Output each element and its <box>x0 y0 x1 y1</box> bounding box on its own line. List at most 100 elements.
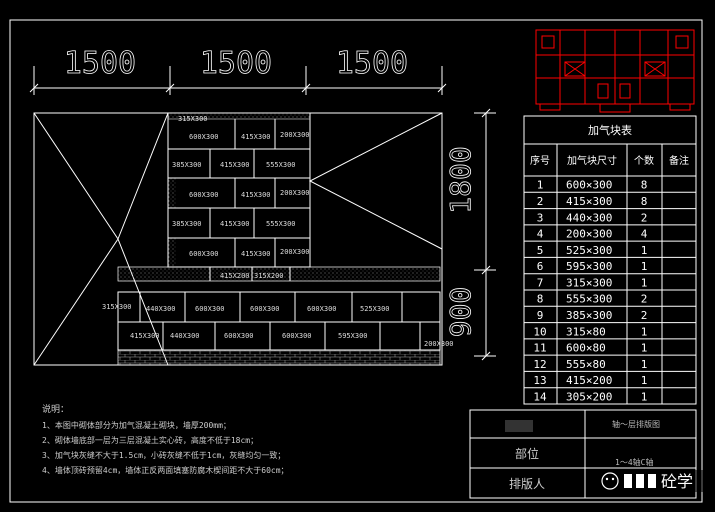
block-label: 440X300 <box>170 332 200 340</box>
block-label: 555X300 <box>266 220 296 228</box>
logo-glyph-icon <box>624 474 632 488</box>
table-header: 加气块尺寸 <box>567 154 617 167</box>
block-label: 200X300 <box>280 189 310 197</box>
key-plan-minimap <box>535 29 695 113</box>
drawing-frame <box>9 19 703 503</box>
block-label: 525X300 <box>360 305 390 313</box>
block-label: 315X300 <box>178 115 208 123</box>
table-cell: 8 <box>641 195 648 208</box>
block-label: 415X300 <box>130 332 160 340</box>
table-header: 备注 <box>669 154 689 167</box>
block-label: 200X300 <box>424 340 454 348</box>
table-title: 加气块表 <box>588 123 632 137</box>
table-cell: 315×300 <box>566 276 612 289</box>
notes-title: 说明： <box>42 403 69 415</box>
table-cell: 2 <box>641 211 648 224</box>
table-cell: 600×80 <box>566 342 606 355</box>
table-cell: 600×300 <box>566 179 612 192</box>
logo-glyph-icon <box>636 474 644 488</box>
chat-logo-icon <box>601 472 619 490</box>
table-cell: 1 <box>537 179 544 192</box>
table-cell: 200×300 <box>566 228 612 241</box>
block-label: 315X200 <box>254 272 284 280</box>
table-cell: 13 <box>533 374 546 387</box>
block-label: 600X300 <box>189 250 219 258</box>
table-cell: 385×300 <box>566 309 612 322</box>
table-cell: 595×300 <box>566 260 612 273</box>
block-label: 600X300 <box>189 191 219 199</box>
table-cell: 2 <box>537 195 544 208</box>
table-cell: 1 <box>641 374 648 387</box>
block-label: 315X300 <box>102 303 132 311</box>
part-value: 1～4轴C轴 <box>615 457 653 467</box>
table-cell: 555×80 <box>566 358 606 371</box>
table-cell: 4 <box>641 228 648 241</box>
block-label: 555X300 <box>266 161 296 169</box>
block-label: 385X300 <box>172 161 202 169</box>
table-cell: 415×200 <box>566 374 612 387</box>
top-dimension-chain: 1500 1500 1500 <box>29 46 447 95</box>
right-dimension-chain: 1800 900 <box>444 108 496 361</box>
block-label: 200X300 <box>280 248 310 256</box>
table-cell: 7 <box>537 276 544 289</box>
note-item: 1、本图中砌体部分为加气混凝土砌块，墙厚200mm； <box>42 420 231 430</box>
block-label: 415X300 <box>241 133 271 141</box>
block-label: 415X300 <box>220 161 250 169</box>
block-label: 415X300 <box>241 191 271 199</box>
table-cell: 305×200 <box>566 390 612 403</box>
table-cell: 6 <box>537 260 544 273</box>
table-cell: 5 <box>537 244 544 257</box>
table-cell: 525×300 <box>566 244 612 257</box>
block-label: 600X300 <box>189 133 219 141</box>
table-cell: 9 <box>537 309 544 322</box>
dimension-label-1: 1500 <box>64 46 136 81</box>
layout-by-label: 排版人 <box>509 477 545 491</box>
table-cell: 4 <box>537 228 544 241</box>
watermark-text: 砼学 <box>661 472 693 491</box>
table-cell: 440×300 <box>566 211 612 224</box>
block-label: 415X300 <box>220 220 250 228</box>
table-cell: 1 <box>641 276 648 289</box>
table-header: 序号 <box>530 154 550 167</box>
redacted-area <box>505 420 533 432</box>
note-item: 4、墙体顶砖预留4cm，墙体正反两面填塞防腐木楔间距不大于60cm； <box>42 465 289 475</box>
table-cell: 11 <box>533 342 546 355</box>
dimension-label-2: 1500 <box>200 46 272 81</box>
note-item: 2、砌体墙底部一层为三层混凝土实心砖，高度不低于18cm； <box>42 435 258 445</box>
block-label: 440X300 <box>146 305 176 313</box>
watermark: 砼学 <box>594 470 704 492</box>
table-cell: 1 <box>641 244 648 257</box>
block-label: 415X200 <box>220 272 250 280</box>
block-label: 600X300 <box>195 305 225 313</box>
dimension-label-height-upper: 1800 <box>444 146 477 213</box>
part-label: 部位 <box>515 446 539 461</box>
table-cell: 315×80 <box>566 325 606 338</box>
note-item: 3、加气块灰缝不大于1.5cm，小砖灰缝不低于1cm，灰缝均匀一致； <box>42 450 285 460</box>
table-cell: 1 <box>641 325 648 338</box>
block-label: 600X300 <box>224 332 254 340</box>
table-cell: 1 <box>641 358 648 371</box>
block-label: 200X300 <box>280 131 310 139</box>
table-cell: 8 <box>537 293 544 306</box>
logo-glyph-icon <box>648 474 656 488</box>
wall-elevation: 315X300 600X300 415X300 200X300 385X300 … <box>33 112 454 366</box>
title-block: 轴～层排版图 部位 1～4轴C轴 排版人 <box>469 409 697 499</box>
table-cell: 2 <box>641 309 648 322</box>
dimension-label-3: 1500 <box>336 46 408 81</box>
block-label: 600X300 <box>282 332 312 340</box>
table-cell: 555×300 <box>566 293 612 306</box>
table-cell: 1 <box>641 342 648 355</box>
notes-section: 说明： 1、本图中砌体部分为加气混凝土砌块，墙厚200mm； 2、砌体墙底部一层… <box>42 403 289 475</box>
table-cell: 12 <box>533 358 546 371</box>
table-cell: 3 <box>537 211 544 224</box>
table-cell: 14 <box>533 390 547 403</box>
table-cell: 2 <box>641 293 648 306</box>
drawing-name: 轴～层排版图 <box>612 419 660 429</box>
table-cell: 1 <box>641 390 648 403</box>
block-label: 600X300 <box>307 305 337 313</box>
table-header: 个数 <box>634 154 654 167</box>
table-cell: 1 <box>641 260 648 273</box>
block-label: 385X300 <box>172 220 202 228</box>
